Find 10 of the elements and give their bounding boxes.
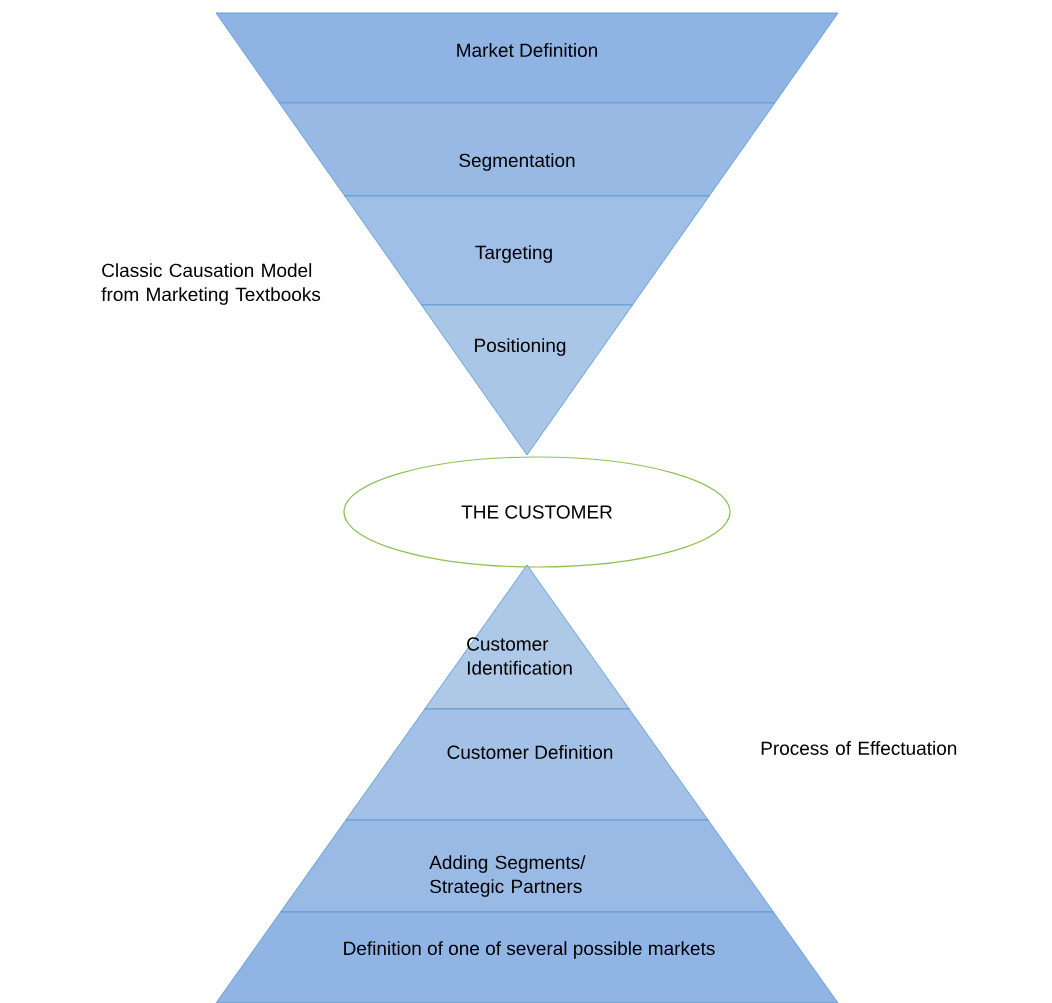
pyramid-band: Customer Identification xyxy=(424,564,630,710)
funnel-band: Positioning xyxy=(421,304,633,456)
side-note: Classic Causation Model from Marketing Textbooks xyxy=(101,263,321,305)
funnel-band: Segmentation xyxy=(278,102,776,197)
funnel-band: Targeting xyxy=(344,195,710,306)
side-note: Process of Effectuation xyxy=(761,741,957,755)
pyramid-band: Definition of one of several possible markets xyxy=(215,911,839,1003)
funnel-band: Market Definition xyxy=(215,12,839,104)
pyramid-band: Adding Segments/ Strategic Partners xyxy=(280,819,774,913)
pyramid-band: Customer Definition xyxy=(345,708,709,821)
